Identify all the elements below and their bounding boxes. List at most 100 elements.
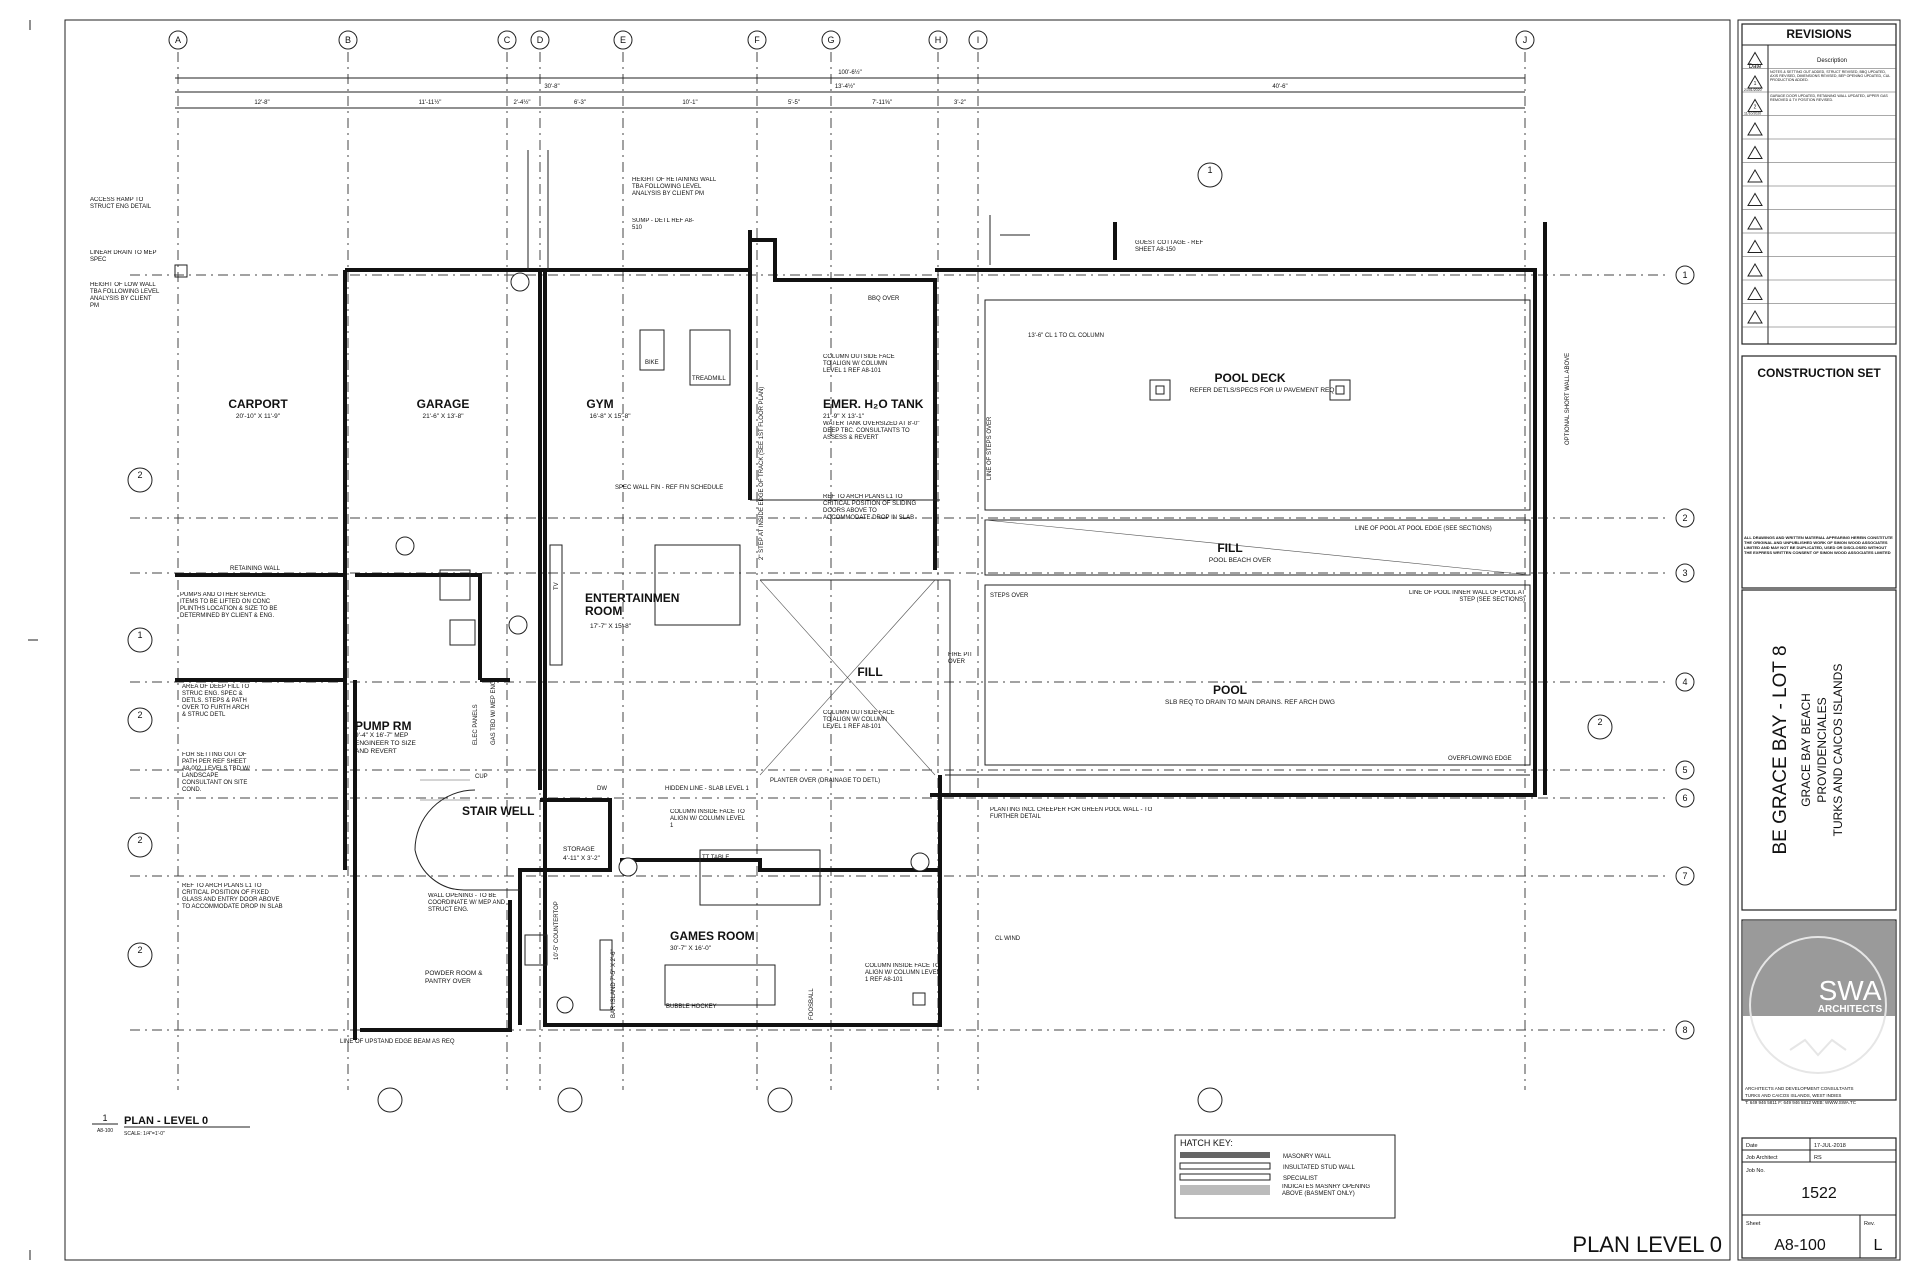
grid-label-row: 1: [1682, 270, 1687, 280]
revision-description: NOTES & SETTING OUT ADDED, STRUCT REVISE…: [1770, 70, 1891, 83]
job-architect-value: RS: [1814, 1155, 1822, 1161]
hatch-key: HATCH KEY: MASONRY WALL INSULTATED STUD …: [1174, 1134, 1396, 1219]
firm-line-3: T: 649 946 5811 F: 649 946 5812 WEB: WWW…: [1745, 1100, 1857, 1105]
note-low-wall: HEIGHT OF LOW WALL TBA FOLLOWING LEVEL A…: [90, 282, 160, 309]
walls: [174, 150, 1547, 1040]
plan-title-ref: A8-100: [97, 1128, 113, 1134]
grid-bubble-row: [1675, 1020, 1695, 1040]
room-fill-2: FILL: [857, 665, 882, 679]
plan-title-scale: SCALE: 1/4"=1'-0": [124, 1131, 165, 1137]
revision-triangle-icon: [1747, 98, 1763, 112]
top-dimensions: 100'-6½" 30'-8" 13'-4½" 12'-8" 11'-11½" …: [175, 69, 1525, 109]
grid-bubble-row: [1675, 265, 1695, 285]
plan-title: 1 A8-100 PLAN - LEVEL 0 SCALE: 1/4"=1'-0…: [92, 1113, 250, 1137]
room-labels: CARPORT 20'-10" X 11'-9" GARAGE 21'-6" X…: [228, 371, 1335, 985]
note-fixed-glass: REF TO ARCH PLANS L1 TO CRITICAL POSITIO…: [182, 883, 283, 910]
room-pool: POOL: [1213, 683, 1247, 697]
room-pumprm: PUMP RM: [355, 719, 411, 733]
grid-bubble-row: [1675, 866, 1695, 886]
sheet-value: A8-100: [1774, 1237, 1826, 1254]
dim-seg-9: 40'-6": [1272, 84, 1287, 90]
label-bike: BIKE: [645, 360, 659, 366]
grid-bubble-col: [821, 30, 841, 50]
grid-bubble-row: [1675, 760, 1695, 780]
title-block-border: [1737, 19, 1901, 1261]
revisions-title: REVISIONS: [1786, 27, 1851, 41]
room-garage: GARAGE: [417, 397, 470, 411]
dim-seg-1: 12'-8": [254, 100, 269, 106]
grid-label-col: D: [537, 35, 544, 45]
sheet-label: Sheet: [1746, 1221, 1761, 1227]
hatch-item-1: MASONRY WALL: [1283, 1154, 1332, 1160]
title-block: REVISIONS Date Description 121/01/2020NO…: [1741, 23, 1897, 1259]
note-ref-arch: REF TO ARCH PLANS L1 TO CRITICAL POSITIO…: [823, 494, 917, 521]
note-hidden-line: HIDDEN LINE - SLAB LEVEL 1: [665, 786, 749, 792]
dim-seg-6: 5'-5": [788, 100, 800, 106]
grid-bubble-col: [747, 30, 767, 50]
label-dw: DW: [597, 786, 607, 792]
dim-seg-8: 3'-2": [954, 100, 966, 106]
date-value: 17-JUL-2018: [1814, 1143, 1846, 1149]
svg-text:1: 1: [1207, 165, 1212, 175]
firm-line-1: ARCHITECTS AND DEVELOPMENT CONSULTANTS: [1745, 1086, 1854, 1091]
room-tank-note: WATER TANK OVERSIZED AT 8'-0" DEEP TBC. …: [823, 421, 920, 441]
label-bar-island: BAR ISLAND 7'-5" X 2'-6": [611, 949, 617, 1018]
rev-value: L: [1874, 1237, 1883, 1254]
grid-label-col: F: [754, 35, 760, 45]
room-pumprm-size: 9'-4" X 16'-7" MEP ENGINEER TO SIZE AND …: [355, 732, 416, 755]
note-retaining-wall: RETAINING WALL: [230, 566, 281, 572]
label-bubble-hockey: BUBBLE HOCKEY: [666, 1004, 717, 1010]
project-address-2: PROVIDENCIALES: [1815, 697, 1829, 802]
room-fill-1: FILL: [1217, 541, 1242, 555]
grid-label-col: H: [935, 35, 942, 45]
grid-bubble-col: [928, 30, 948, 50]
note-column-inside: COLUMN INSIDE FACE TO ALIGN W/ COLUMN LE…: [670, 809, 745, 829]
sheet-border: [64, 19, 1731, 1261]
plan-title-text: PLAN - LEVEL 0: [124, 1115, 208, 1127]
note-retaining-height: HEIGHT OF RETAINING WALL TBA FOLLOWING L…: [632, 177, 717, 197]
grid-label-row: 6: [1682, 793, 1687, 803]
note-deep-fill: AREA OF DEEP FILL TO STRUC ENG. SPEC & D…: [182, 684, 250, 718]
revision-triangle-icon: [1747, 192, 1763, 206]
revision-triangle-icon: [1747, 122, 1763, 136]
grid-label-row: 2: [1682, 513, 1687, 523]
grid-bubble-row: [1675, 563, 1695, 583]
room-entertainment: ENTERTAINMENT ROOM: [585, 592, 680, 618]
svg-text:1: 1: [137, 630, 142, 640]
label-elec: ELEC PANELS: [473, 704, 479, 745]
construction-set: CONSTRUCTION SET: [1757, 366, 1881, 380]
label-treadmill: TREADMILL: [692, 376, 726, 382]
label-counter: 10'-5" COUNTERTOP: [554, 901, 560, 960]
grid-bubble-col: [338, 30, 358, 50]
note-guest-cottage: GUEST COTTAGE - REF SHEET A8-150: [1135, 240, 1204, 253]
logo-text: SWA: [1819, 975, 1882, 1006]
grid-label-col: J: [1523, 35, 1528, 45]
note-spec-wall: SPEC WALL FIN - REF FIN SCHEDULE: [615, 485, 723, 491]
dim-group-1: 30'-8": [544, 84, 559, 90]
grid-label-row: 4: [1682, 677, 1687, 687]
note-planter: PLANTER OVER (DRAINAGE TO DETL): [770, 778, 880, 784]
copyright-note: ALL DRAWINGS AND WRITTEN MATERIAL APPEAR…: [1744, 535, 1893, 555]
label-tv: TV: [554, 582, 560, 590]
note-steps-over: STEPS OVER: [990, 593, 1029, 599]
room-pool-note: SLB REQ TO DRAIN TO MAIN DRAINS. REF ARC…: [1165, 699, 1335, 706]
job-no-label: Job No.: [1746, 1168, 1765, 1174]
note-access-ramp: ACCESS RAMP TO STRUCT ENG DETAIL: [90, 197, 152, 210]
logo-mark: [1789, 1038, 1847, 1057]
note-sump: SUMP - DETL REF A8-510: [632, 218, 695, 231]
crop-marks: [28, 20, 38, 1260]
note-column-inside-2: COLUMN INSIDE FACE TO ALIGN W/ COLUMN LE…: [865, 963, 940, 983]
note-pool-inner: LINE OF POOL INNER WALL OF POOL AT STEP …: [1408, 590, 1525, 603]
note-bbq: BBQ OVER: [868, 296, 900, 302]
note-pumps: PUMPS AND OTHER SERVICE ITEMS TO BE LIFT…: [180, 592, 278, 619]
note-setting-out: FOR SETTING OUT OF PATH PER REF SHEET A8…: [182, 752, 250, 793]
annotations: ACCESS RAMP TO STRUCT ENG DETAIL LINEAR …: [90, 177, 1571, 1045]
room-storage-size: 4'-11" X 3'-2": [563, 855, 601, 862]
note-linear-drain: LINEAR DRAIN TO MEP SPEC: [90, 250, 157, 263]
note-column-1b: COLUMN OUTSIDE FACE TO ALIGN W/ COLUMN L…: [823, 710, 895, 730]
revision-date: 11/10/2020: [1744, 112, 1761, 116]
revision-date: 21/01/2020: [1744, 88, 1762, 92]
note-cl-wind: CL WIND: [995, 936, 1021, 942]
